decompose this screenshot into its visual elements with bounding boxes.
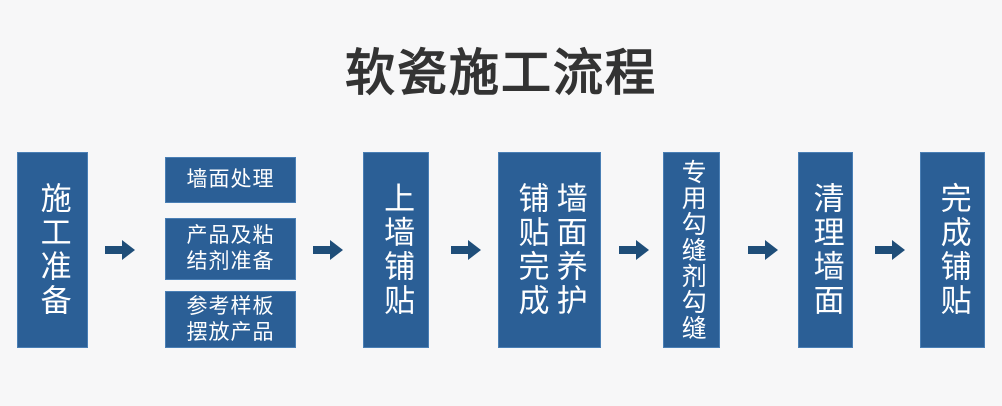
flow-step-wall-paving[interactable]: 上墙铺贴 <box>363 152 429 348</box>
flow-step-label-column-right: 墙面养护 <box>551 182 587 318</box>
flow-step-preparation[interactable]: 施工准备 <box>17 152 88 348</box>
flow-step-label: 施工准备 <box>35 182 71 318</box>
flow-step-special-grout-jointing[interactable]: 专用勾缝剂勾缝 <box>663 152 720 348</box>
flow-step-label: 上墙铺贴 <box>379 182 415 318</box>
flow-step-label: 清理墙面 <box>808 182 844 318</box>
arrow-right-icon <box>105 238 135 262</box>
flow-step-label-column-left: 铺贴完成 <box>513 182 549 318</box>
arrow-right-icon <box>748 238 778 262</box>
flow-substep-product-and-adhesive-prep[interactable]: 产品及粘 结剂准备 <box>165 218 296 280</box>
arrow-right-icon <box>619 238 649 262</box>
arrow-right-icon <box>875 238 905 262</box>
flow-substep-label: 产品及粘 结剂准备 <box>186 224 275 273</box>
flow-step-paving-finished[interactable]: 完成铺贴 <box>920 152 985 348</box>
flow-step-clean-wall[interactable]: 清理墙面 <box>798 152 853 348</box>
flow-step-label: 专用勾缝剂勾缝 <box>678 159 707 341</box>
flow-step-paving-complete-wall-curing[interactable]: 铺贴完成 墙面养护 <box>498 152 601 348</box>
flow-substep-label: 参考样板 摆放产品 <box>186 294 275 344</box>
flow-substep-wall-treatment[interactable]: 墙面处理 <box>165 157 296 203</box>
arrow-right-icon <box>451 238 481 262</box>
flow-substep-reference-sample-layout[interactable]: 参考样板 摆放产品 <box>165 291 296 348</box>
flow-step-label: 完成铺贴 <box>935 182 971 318</box>
arrow-right-icon <box>313 238 343 262</box>
flow-substep-label: 墙面处理 <box>186 168 275 191</box>
page-title: 软瓷施工流程 <box>345 45 657 101</box>
